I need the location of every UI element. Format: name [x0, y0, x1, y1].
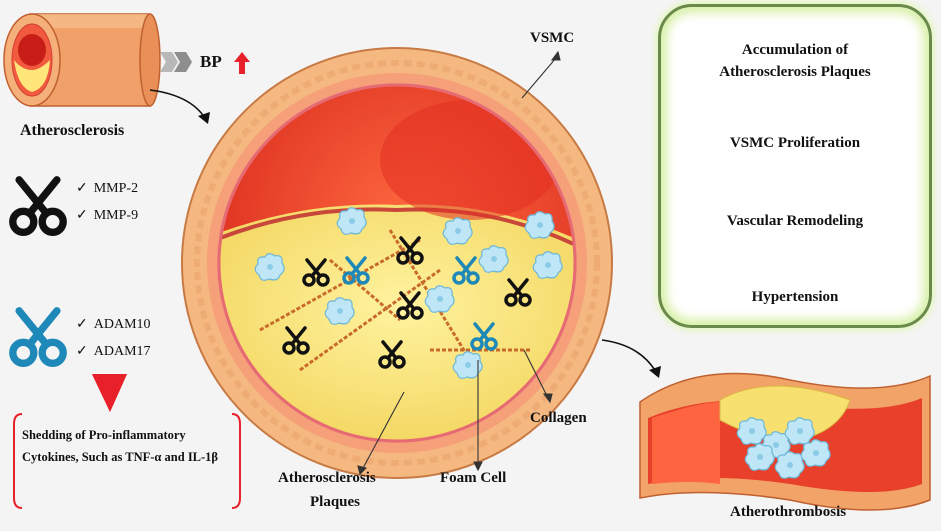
flow-step-vsmc-proliferation: VSMC Proliferation — [729, 135, 861, 151]
flow-step-accumulation: Accumulation of Atherosclerosis Plaques — [719, 42, 871, 80]
bp-up-arrow-icon — [234, 52, 250, 74]
curve-arrow-to-artery — [149, 89, 206, 119]
enzyme-adam10: ✓ADAM10 — [76, 317, 151, 332]
foam-cell-label: Foam Cell — [440, 470, 507, 486]
artery-cross-section — [181, 47, 613, 479]
flow-box: Accumulation of Atherosclerosis Plaques … — [658, 4, 932, 328]
shedding-text: Shedding of Pro-inflammatory Cytokines, … — [22, 428, 219, 464]
bp-label: BP — [200, 52, 222, 71]
vsmc-label: VSMC — [530, 30, 575, 46]
small-vessel-icon — [3, 13, 161, 107]
atherothrombosis-vessel-icon — [639, 372, 931, 511]
pointer-lines — [357, 50, 561, 476]
enzyme-mmp9: ✓MMP-9 — [76, 208, 139, 223]
right-arrows-icon — [160, 52, 192, 72]
curve-arrow-to-atherothrombosis — [601, 339, 657, 373]
flow-step-vascular-remodeling: Vascular Remodeling — [726, 213, 864, 229]
shedding-box: Shedding of Pro-inflammatory Cytokines, … — [12, 414, 240, 506]
collagen-label: Collagen — [530, 410, 587, 426]
plaques-label-1: Atherosclerosis — [278, 470, 376, 486]
atherothrombosis-label: Atherothrombosis — [730, 504, 847, 520]
scissors-black-icon — [13, 180, 63, 233]
shedding-brackets — [13, 413, 241, 509]
flow-step-hypertension: Hypertension — [751, 289, 839, 305]
enzyme-mmp2: ✓MMP-2 — [76, 181, 139, 196]
enzyme-adam17: ✓ADAM17 — [76, 344, 151, 359]
atherosclerosis-label: Atherosclerosis — [20, 122, 125, 139]
plaques-label-2: Plaques — [310, 494, 361, 510]
scissors-blue-icon — [13, 311, 63, 364]
